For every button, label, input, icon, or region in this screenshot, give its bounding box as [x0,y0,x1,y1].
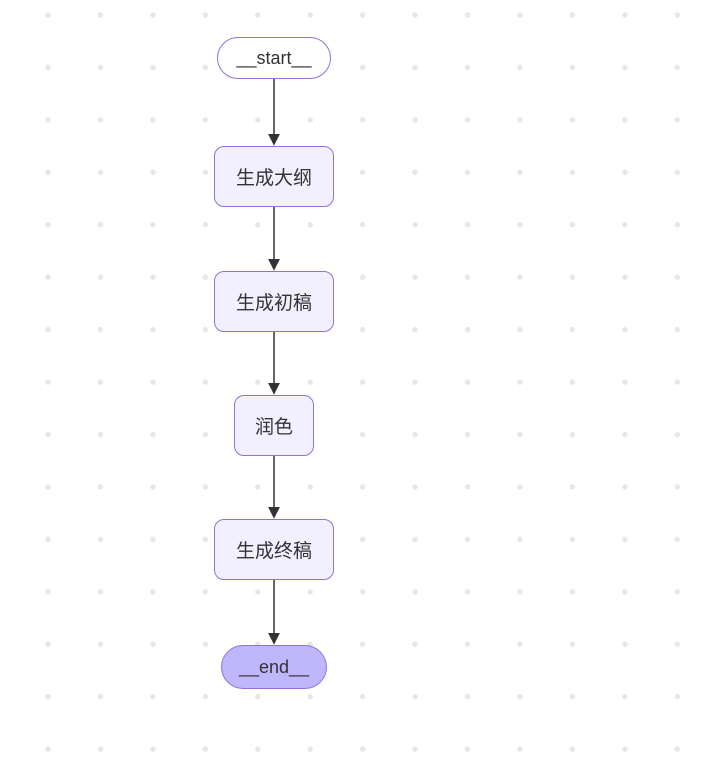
node-generate-draft: 生成初稿 [214,271,334,332]
node-start: __start__ [217,37,331,79]
node-end: __end__ [221,645,327,689]
node-generate-final-label: 生成终稿 [235,541,312,562]
node-polish: 润色 [234,395,314,456]
node-polish-label: 润色 [254,417,293,438]
node-end-label: __end__ [238,656,310,677]
node-generate-outline: 生成大纲 [214,146,334,207]
node-start-label: __start__ [236,47,312,68]
node-generate-draft-label: 生成初稿 [235,293,312,314]
node-generate-final: 生成终稿 [214,519,334,580]
node-generate-outline-label: 生成大纲 [235,168,312,189]
